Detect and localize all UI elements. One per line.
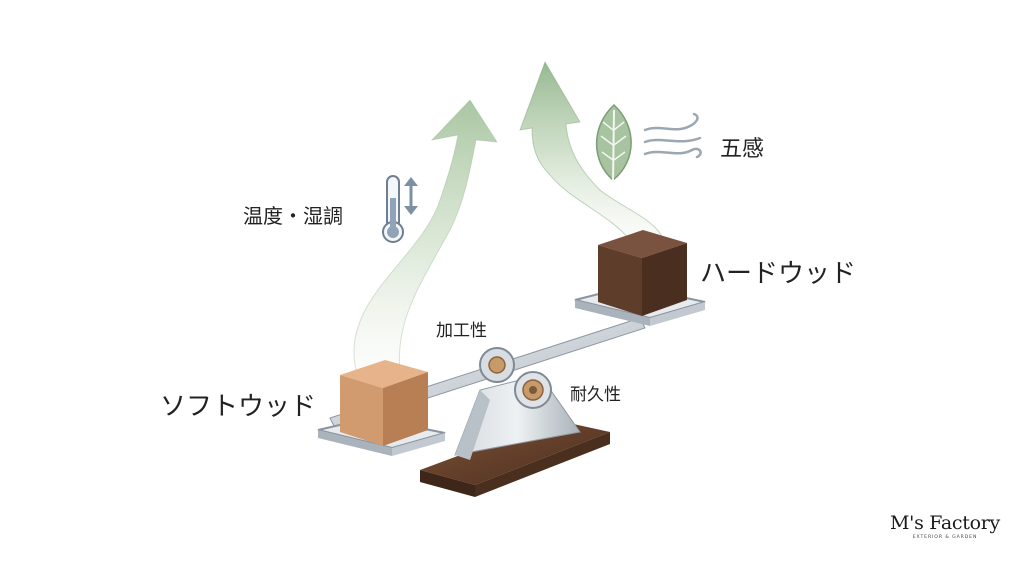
left-flow-arrow xyxy=(353,99,498,373)
thermometer-icon xyxy=(382,175,404,243)
wind-icon xyxy=(643,112,702,159)
workability-label: 加工性 xyxy=(436,321,487,341)
hardwood-label: ハードウッド xyxy=(700,259,857,289)
leaf-icon xyxy=(595,103,632,183)
brand-tagline: EXTERIOR & GARDEN xyxy=(912,535,978,540)
temperature-humidity-label: 温度・湿調 xyxy=(243,204,343,228)
pivot-wheel-back xyxy=(479,347,515,383)
brand-name: M's Factory xyxy=(890,512,1000,534)
wooden-base xyxy=(420,420,610,497)
hardwood-block xyxy=(598,230,687,316)
up-down-arrows-icon xyxy=(404,177,418,215)
right-flow-arrow xyxy=(519,60,666,246)
five-senses-label: 五感 xyxy=(720,137,765,162)
softwood-block xyxy=(340,360,428,446)
pivot-wheel-front xyxy=(514,371,552,409)
softwood-label: ソフトウッド xyxy=(160,392,317,422)
brand-logo: M's Factory EXTERIOR & GARDEN xyxy=(890,512,1000,540)
durability-label: 耐久性 xyxy=(570,385,621,405)
